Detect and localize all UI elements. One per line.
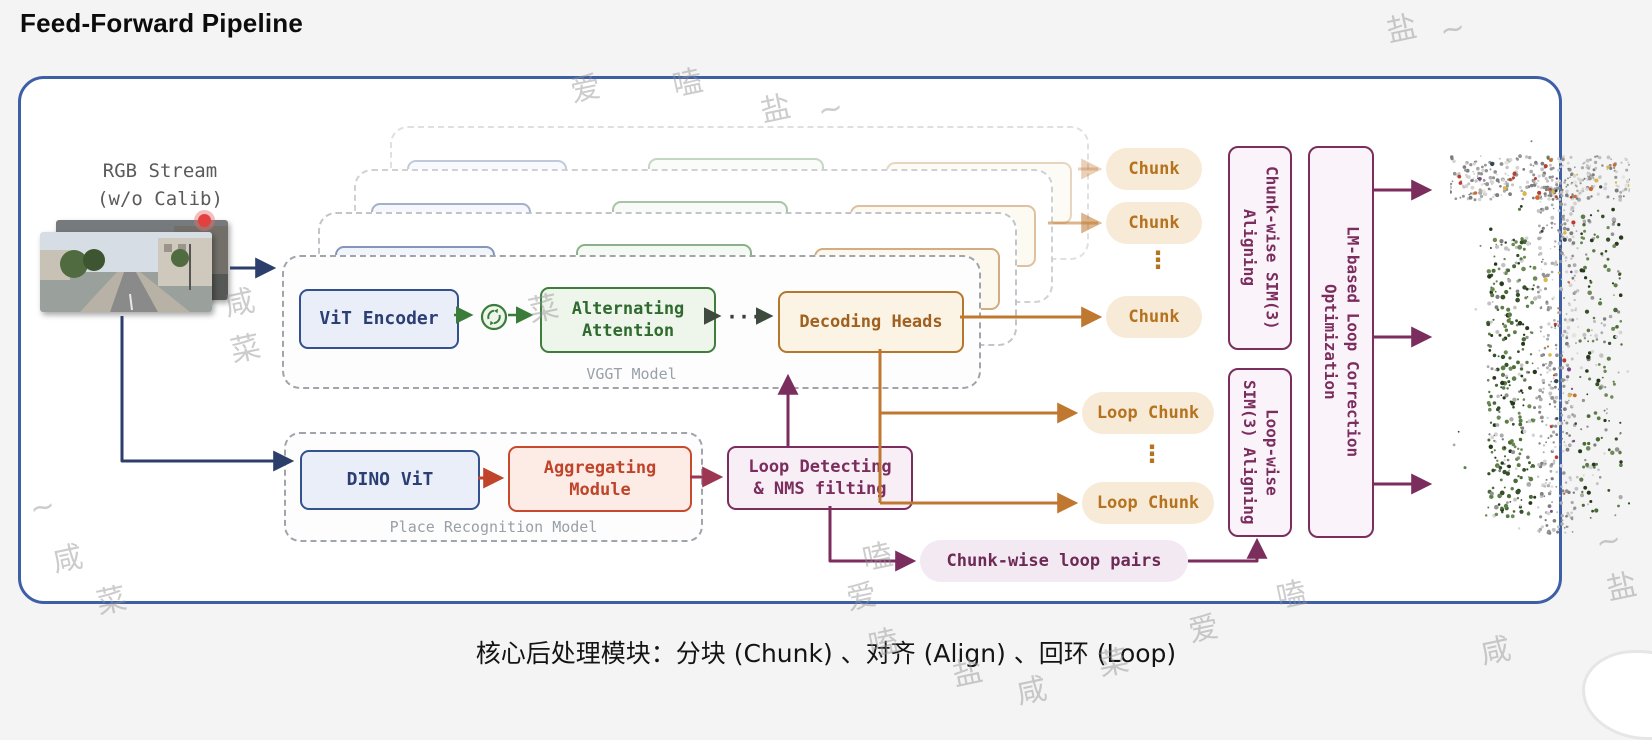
lm-optimization-box: LM-based Loop Correction Optimization: [1308, 146, 1374, 538]
chunk-wise-aligning-box: Chunk-wise SIM(3) Aligning: [1228, 146, 1292, 350]
alternating-attention-box: Alternating Attention: [540, 287, 716, 353]
caption: 核心后处理模块：分块 (Chunk) 、对齐 (Align) 、回环 (Loop…: [475, 639, 1177, 668]
dino-vit-box: DINO ViT: [300, 450, 480, 510]
cycle-icon: [480, 303, 508, 331]
page-title: Feed-Forward Pipeline: [20, 8, 304, 38]
chunk-wise-aligning-label: Chunk-wise SIM(3) Aligning: [1240, 166, 1282, 330]
ellipsis-dots: ···: [725, 305, 763, 329]
vggt-model-label: VGGT Model: [586, 365, 677, 383]
loop-chunk-pill-1: Loop Chunk: [1082, 392, 1214, 434]
vggt-model-group: ViT Encoder Alternating Attention ··· De…: [282, 255, 981, 389]
rgb-stream-label: RGB Stream (w/o Calib): [97, 160, 223, 210]
point-cloud-canvas: [1448, 140, 1631, 535]
record-indicator-dot: [198, 214, 211, 227]
place-recognition-label: Place Recognition Model: [389, 518, 598, 536]
loop-detecting-box: Loop Detecting & NMS filting: [727, 446, 913, 510]
loop-chunk-ellipsis-dots: ⋮: [1140, 440, 1164, 468]
aggregating-module-box: Aggregating Module: [508, 446, 692, 512]
loop-wise-aligning-box: Loop-wise SIM(3) Aligning: [1228, 368, 1292, 537]
watermark-char: 咸: [1013, 671, 1051, 712]
loop-chunk-pill-2: Loop Chunk: [1082, 482, 1214, 524]
watermark-char: 盐: [1603, 567, 1641, 608]
watermark-char: 盐: [1383, 9, 1421, 50]
chunk-pill-3: Chunk: [1106, 296, 1202, 338]
street-photo-front: [40, 232, 212, 312]
street-scene-icon: [40, 232, 212, 312]
chunk-pill-1: Chunk: [1106, 148, 1202, 190]
chunk-ellipsis-dots: ⋮: [1146, 246, 1170, 274]
loop-wise-aligning-label: Loop-wise SIM(3) Aligning: [1240, 380, 1282, 525]
chunk-pill-2: Chunk: [1106, 202, 1202, 244]
chunk-loop-pairs-pill: Chunk-wise loop pairs: [920, 540, 1188, 582]
point-cloud-map: [1448, 138, 1631, 538]
vit-encoder-box: ViT Encoder: [299, 289, 459, 349]
watermark-char: ~: [1436, 9, 1469, 50]
decoding-heads-box: Decoding Heads: [778, 291, 964, 353]
lm-optimization-label: LM-based Loop Correction Optimization: [1321, 226, 1363, 458]
